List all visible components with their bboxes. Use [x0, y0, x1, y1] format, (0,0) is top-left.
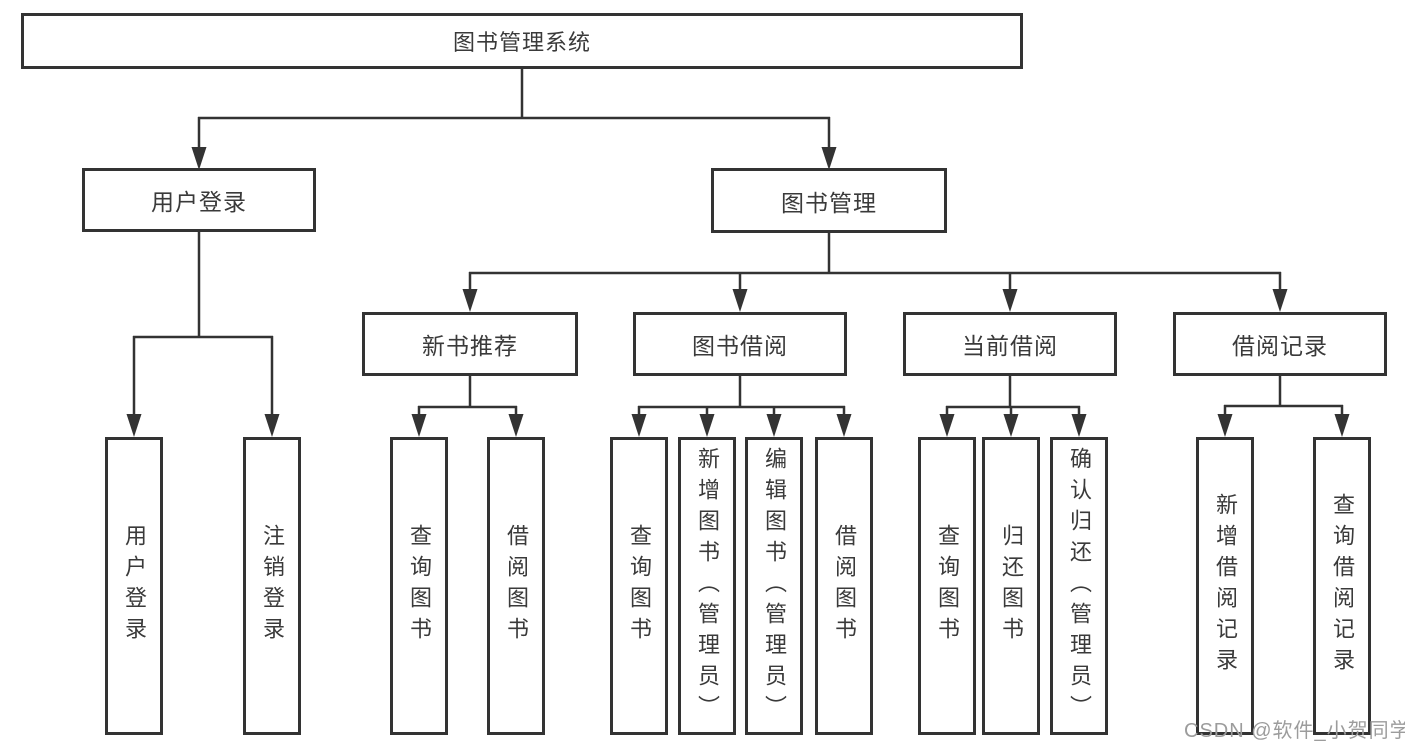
leaf-borrow-query-book: 查询图书	[610, 437, 668, 735]
node-current-borrow: 当前借阅	[903, 312, 1117, 376]
leaf-borrow-borrow-book: 借阅图书	[815, 437, 873, 735]
csdn-watermark: CSDN @软件_小贺同学	[1184, 720, 1405, 742]
leaf-recommend-borrow-book: 借阅图书	[487, 437, 545, 735]
node-borrow-records: 借阅记录	[1173, 312, 1387, 376]
leaf-current-query-book: 查询图书	[918, 437, 976, 735]
leaf-current-confirm-return-admin: 确认归还（管理员）	[1050, 437, 1108, 735]
leaf-current-return-book: 归还图书	[982, 437, 1040, 735]
node-book-borrow: 图书借阅	[633, 312, 847, 376]
leaf-user-logout: 注销登录	[243, 437, 301, 735]
leaf-recommend-query-book: 查询图书	[390, 437, 448, 735]
leaf-borrow-edit-book-admin: 编辑图书（管理员）	[745, 437, 803, 735]
leaf-user-login: 用户登录	[105, 437, 163, 735]
node-new-book-recommend: 新书推荐	[362, 312, 578, 376]
leaf-records-add-record: 新增借阅记录	[1196, 437, 1254, 735]
node-root-system: 图书管理系统	[21, 13, 1023, 69]
node-book-management: 图书管理	[711, 168, 947, 233]
leaf-records-query-record: 查询借阅记录	[1313, 437, 1371, 735]
leaf-borrow-add-book-admin: 新增图书（管理员）	[678, 437, 736, 735]
node-user-login: 用户登录	[82, 168, 316, 232]
